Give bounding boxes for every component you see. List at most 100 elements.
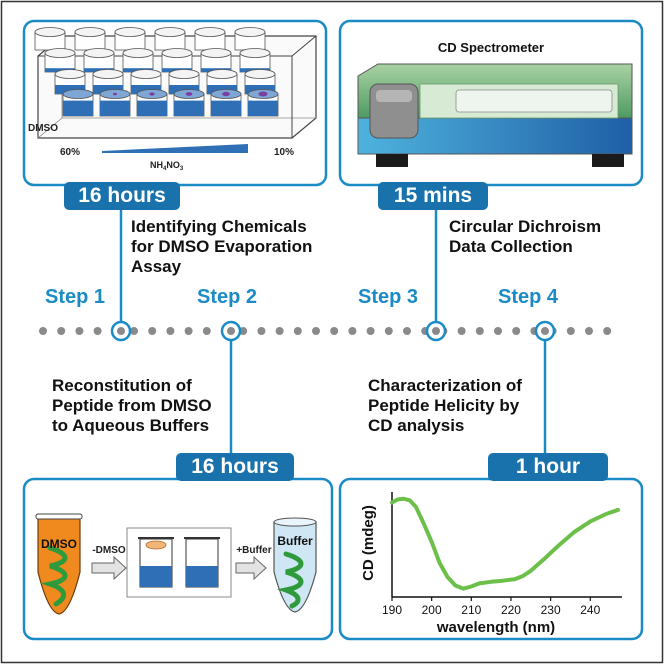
cd-spectrum-chart: 190 200 210 220 230 240 wavelength (nm) CD (m… — [360, 492, 622, 636]
dmso-tube — [35, 513, 83, 615]
timeline-dot — [202, 327, 211, 335]
step4-description-line: Characterization of — [368, 376, 522, 395]
step4-label: Step 4 — [498, 286, 559, 308]
timeline-dot — [75, 327, 84, 335]
step3-description-line: Data Collection — [449, 237, 573, 256]
plate-well — [239, 48, 271, 73]
timeline-dot — [603, 327, 612, 335]
timeline-dot — [257, 327, 266, 335]
plate-well — [173, 89, 205, 117]
step4-time-badge: 1 hour — [488, 453, 608, 481]
timeline-dot — [512, 327, 521, 335]
timeline-dot — [57, 327, 66, 335]
step2-description-line: Peptide from DMSO — [52, 396, 212, 415]
step2-label: Step 2 — [197, 286, 258, 308]
minus-dmso-label: -DMSO — [92, 545, 126, 556]
plate-well — [122, 48, 154, 73]
dmso-tube-label: DMSO — [41, 537, 77, 551]
plate-well — [83, 48, 115, 73]
step4-description: Characterization of Peptide Helicity by … — [368, 376, 522, 436]
timeline-dot — [93, 327, 102, 335]
step1-description: Identifying Chemicals for DMSO Evaporati… — [131, 217, 312, 277]
timeline-dot — [184, 327, 193, 335]
timeline-dot — [566, 327, 575, 335]
minus-dmso-arrow — [91, 555, 127, 581]
plate-well — [194, 27, 226, 51]
timeline-dot — [330, 327, 339, 335]
gradient-end-label: 10% — [274, 147, 294, 158]
timeline-dot — [312, 327, 320, 335]
well-plate-illustration — [34, 27, 317, 139]
plate-well — [154, 27, 186, 51]
plate-well — [34, 27, 66, 51]
step1-description-line: Assay — [131, 257, 182, 276]
step-node-2 — [220, 320, 242, 342]
timeline-dot — [275, 327, 284, 335]
chart-y-axis-label: CD (mdeg) — [360, 505, 377, 581]
timeline-dot — [403, 327, 411, 335]
well-with-peptide-film — [138, 537, 174, 588]
plus-buffer-arrow — [235, 555, 267, 581]
chart-x-tick-label: 240 — [580, 603, 600, 617]
plate-well — [247, 89, 279, 117]
timeline-dot — [239, 327, 248, 335]
well-with-buffer — [184, 537, 220, 588]
spectrometer-title: CD Spectrometer — [438, 40, 544, 55]
timeline-dot — [366, 327, 375, 335]
cd-spectrometer-illustration — [357, 63, 633, 167]
step2-description: Reconstitution of Peptide from DMSO to A… — [52, 376, 212, 436]
step4-description-line: Peptide Helicity by — [368, 396, 520, 415]
step2-time-badge: 16 hours — [176, 453, 294, 481]
step3-label: Step 3 — [358, 286, 419, 308]
plus-buffer-label: +Buffer — [236, 545, 271, 556]
plate-well — [114, 27, 146, 51]
timeline-dot — [457, 327, 466, 335]
step3-time-badge: 15 mins — [378, 182, 488, 210]
step3-description-line: Circular Dichroism — [449, 217, 602, 236]
chart-x-tick-label: 210 — [461, 603, 481, 617]
plate-well — [62, 89, 94, 117]
dmso-side-label: DMSO — [28, 123, 58, 134]
timeline-dot — [130, 327, 138, 335]
plate-well — [200, 48, 232, 73]
timeline-dot — [148, 327, 157, 335]
step2-description-line: Reconstitution of — [52, 376, 192, 395]
timeline-dot — [39, 327, 47, 335]
buffer-tube — [273, 517, 317, 613]
plate-well — [161, 48, 193, 73]
cd-spectrum-line — [390, 496, 620, 591]
timeline-dot — [384, 327, 393, 335]
buffer-tube-label: Buffer — [277, 534, 313, 548]
step1-time-badge: 16 hours — [64, 182, 180, 210]
chart-x-tick-label: 220 — [501, 603, 521, 617]
nh4no3-label: NH4NO3 — [150, 160, 184, 172]
chart-x-tick-label: 200 — [422, 603, 442, 617]
plate-well — [44, 48, 76, 73]
timeline-dot — [475, 327, 484, 335]
plate-well — [74, 27, 106, 51]
step1-description-line: for DMSO Evaporation — [131, 237, 313, 256]
step2-description-line: to Aqueous Buffers — [52, 416, 210, 435]
step-node-4 — [534, 320, 556, 342]
nh4no3-gradient-wedge — [102, 144, 248, 153]
chart-x-tick-label: 190 — [382, 603, 402, 617]
step3-description: Circular Dichroism Data Collection — [449, 217, 601, 257]
step-node-3 — [425, 320, 447, 342]
chart-x-tick-label: 230 — [541, 603, 561, 617]
timeline-dot — [494, 327, 502, 335]
plate-well — [99, 89, 131, 117]
chart-x-axis-label: wavelength (nm) — [436, 619, 555, 636]
step1-label: Step 1 — [45, 286, 106, 308]
plate-well — [54, 69, 86, 95]
timeline-dot — [293, 327, 302, 335]
timeline-dot — [585, 327, 593, 335]
gradient-start-label: 60% — [60, 147, 80, 158]
step4-description-line: CD analysis — [368, 416, 465, 435]
plate-well — [210, 89, 242, 117]
timeline-dot — [348, 327, 357, 335]
timeline-dot — [166, 327, 175, 335]
step-node-1 — [110, 320, 132, 342]
